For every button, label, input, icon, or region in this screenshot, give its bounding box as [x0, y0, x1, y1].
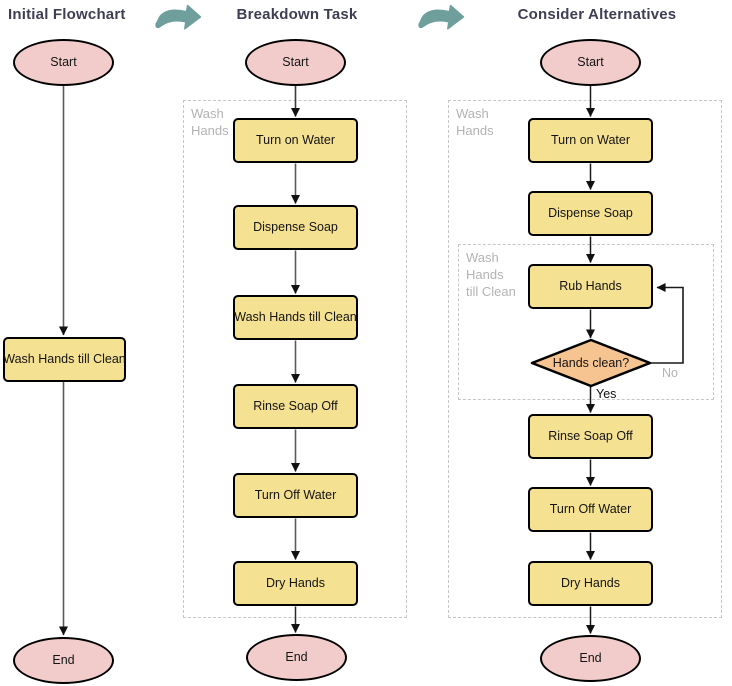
decision-node-label: Hands clean? [552, 356, 630, 370]
process-node: Turn Off Water [233, 473, 358, 518]
group-label: Wash Hands till Clean [466, 250, 516, 299]
group-box-wash-hands [448, 100, 722, 618]
process-node: Turn Off Water [528, 487, 653, 532]
process-node: Wash Hands till Clean [233, 295, 358, 340]
end-terminator: End [13, 637, 114, 684]
process-node: Dry Hands [528, 561, 653, 606]
process-node: Rinse Soap Off [233, 384, 358, 429]
edge-label-no: No [662, 366, 678, 380]
start-terminator: Start [13, 39, 114, 86]
curved-right-arrow-icon [418, 4, 465, 30]
group-label: Wash Hands [191, 106, 229, 138]
process-node-rub-hands: Rub Hands [528, 264, 653, 309]
process-node: Dry Hands [233, 561, 358, 606]
end-terminator: End [246, 634, 347, 681]
process-node: Dispense Soap [528, 191, 653, 236]
process-node: Turn on Water [233, 118, 358, 163]
column-title-breakdown: Breakdown Task [236, 6, 358, 23]
column-title-initial: Initial Flowchart [8, 6, 126, 23]
end-terminator: End [540, 635, 641, 682]
decision-node-shape [530, 338, 652, 388]
process-node: Rinse Soap Off [528, 414, 653, 459]
edge-label-yes: Yes [596, 387, 617, 401]
group-box-wash-hands-till-clean [458, 244, 714, 400]
start-terminator: Start [540, 39, 641, 86]
process-node: Wash Hands till Clean [3, 337, 126, 382]
curved-right-arrow-icon [155, 4, 202, 30]
process-node: Dispense Soap [233, 205, 358, 250]
process-node: Turn on Water [528, 118, 653, 163]
group-label: Wash Hands [456, 106, 494, 138]
connector-no-loop [650, 283, 684, 364]
column-title-alternatives: Consider Alternatives [517, 6, 677, 23]
start-terminator: Start [245, 39, 346, 86]
